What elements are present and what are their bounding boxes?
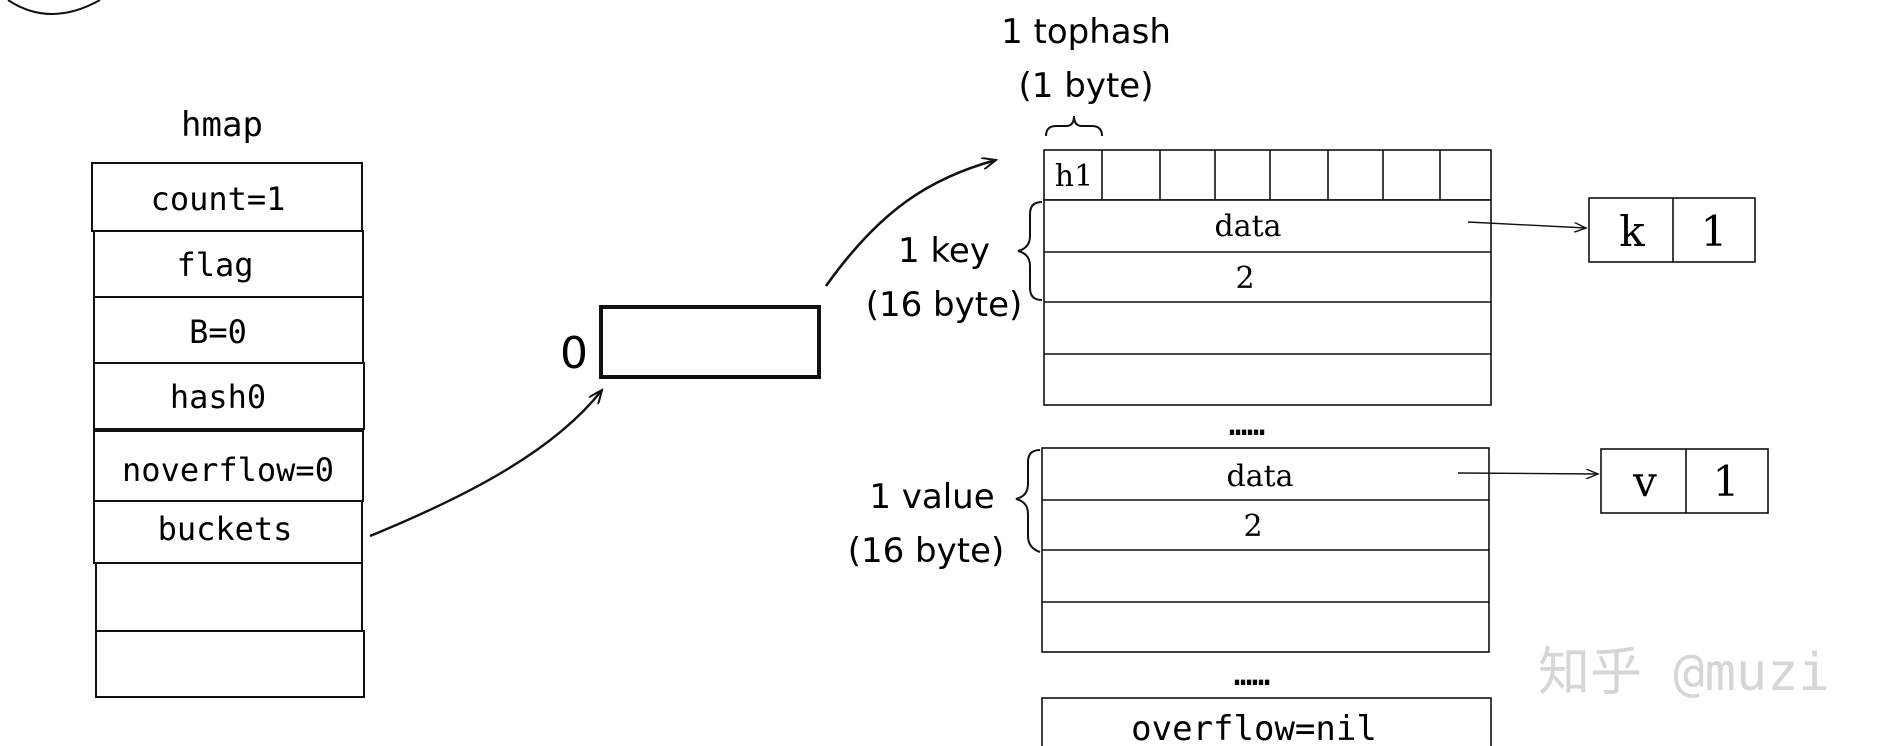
tophash-label-line1: 1 tophash [1001, 12, 1171, 52]
key-data-label: data [1214, 209, 1281, 244]
hmap-field-cell [93, 500, 363, 564]
value-len-label: 2 [1243, 509, 1262, 544]
hmap-field-noverflow: noverflow=0 [122, 451, 334, 489]
key-string-header: k 1 [1588, 197, 1756, 263]
hmap-field-cell [93, 230, 364, 298]
hmap-field-cell [93, 362, 365, 430]
key-pointer-arrow [1467, 221, 1586, 228]
value-string-box [1600, 448, 1769, 514]
value-brace [1015, 449, 1041, 553]
key-label-line2: (16 byte) [866, 285, 1023, 325]
value-string-len: 1 [1713, 457, 1740, 506]
bucket-struct: 1 tophash (1 byte) h1 data 2 1 key (16 b… [848, 12, 1492, 746]
value-label-line2: (16 byte) [848, 531, 1005, 571]
tophash-label-line2: (1 byte) [1019, 66, 1154, 106]
ellipsis-values: …… [1234, 658, 1270, 693]
buckets-pointer-arrow [369, 390, 602, 538]
hmap-field-hash0: hash0 [170, 378, 266, 416]
tophash-brace [1045, 115, 1103, 137]
value-string-header: v 1 [1600, 448, 1769, 514]
value-data-label: data [1226, 459, 1293, 494]
hmap-field-flag: flag [176, 246, 253, 284]
key-brace [1017, 201, 1043, 301]
hmap-field-cell [95, 562, 363, 632]
hmap-title: hmap [181, 105, 263, 145]
value-pointer-arrow [1457, 473, 1598, 474]
tophash-row [1043, 149, 1492, 201]
hmap-field-B: B=0 [189, 313, 247, 351]
bucket-index-label: 0 [560, 328, 588, 379]
watermark: 知乎 @muzi [1538, 643, 1830, 703]
hmap-field-cell [95, 630, 365, 698]
key-label-line1: 1 key [898, 231, 990, 271]
key-len-label: 2 [1235, 261, 1254, 296]
corner-circle-fragment [7, 0, 101, 15]
key-string-len: 1 [1701, 207, 1728, 256]
ellipsis-keys: …… [1229, 408, 1265, 443]
bucket-slot-0 [599, 305, 821, 379]
value-string-ptr: v [1632, 457, 1657, 506]
bucket-pointer-arrow [824, 160, 996, 287]
value-label-line1: 1 value [869, 477, 994, 517]
hmap-field-cell [93, 296, 364, 364]
buckets-array: 0 [560, 305, 821, 379]
key-string-box [1588, 197, 1756, 263]
hmap-field-cell [91, 162, 363, 232]
hmap-field-count: count=1 [151, 180, 286, 218]
hmap-field-buckets: buckets [158, 510, 293, 548]
tophash-cell-h1: h1 [1055, 159, 1093, 194]
key-string-ptr: k [1619, 207, 1645, 256]
hmap-struct: hmap count=1 flag B=0 hash0 noverflow=0 … [91, 105, 365, 698]
overflow-cell [1041, 697, 1492, 746]
overflow-label: overflow=nil [1131, 709, 1377, 746]
